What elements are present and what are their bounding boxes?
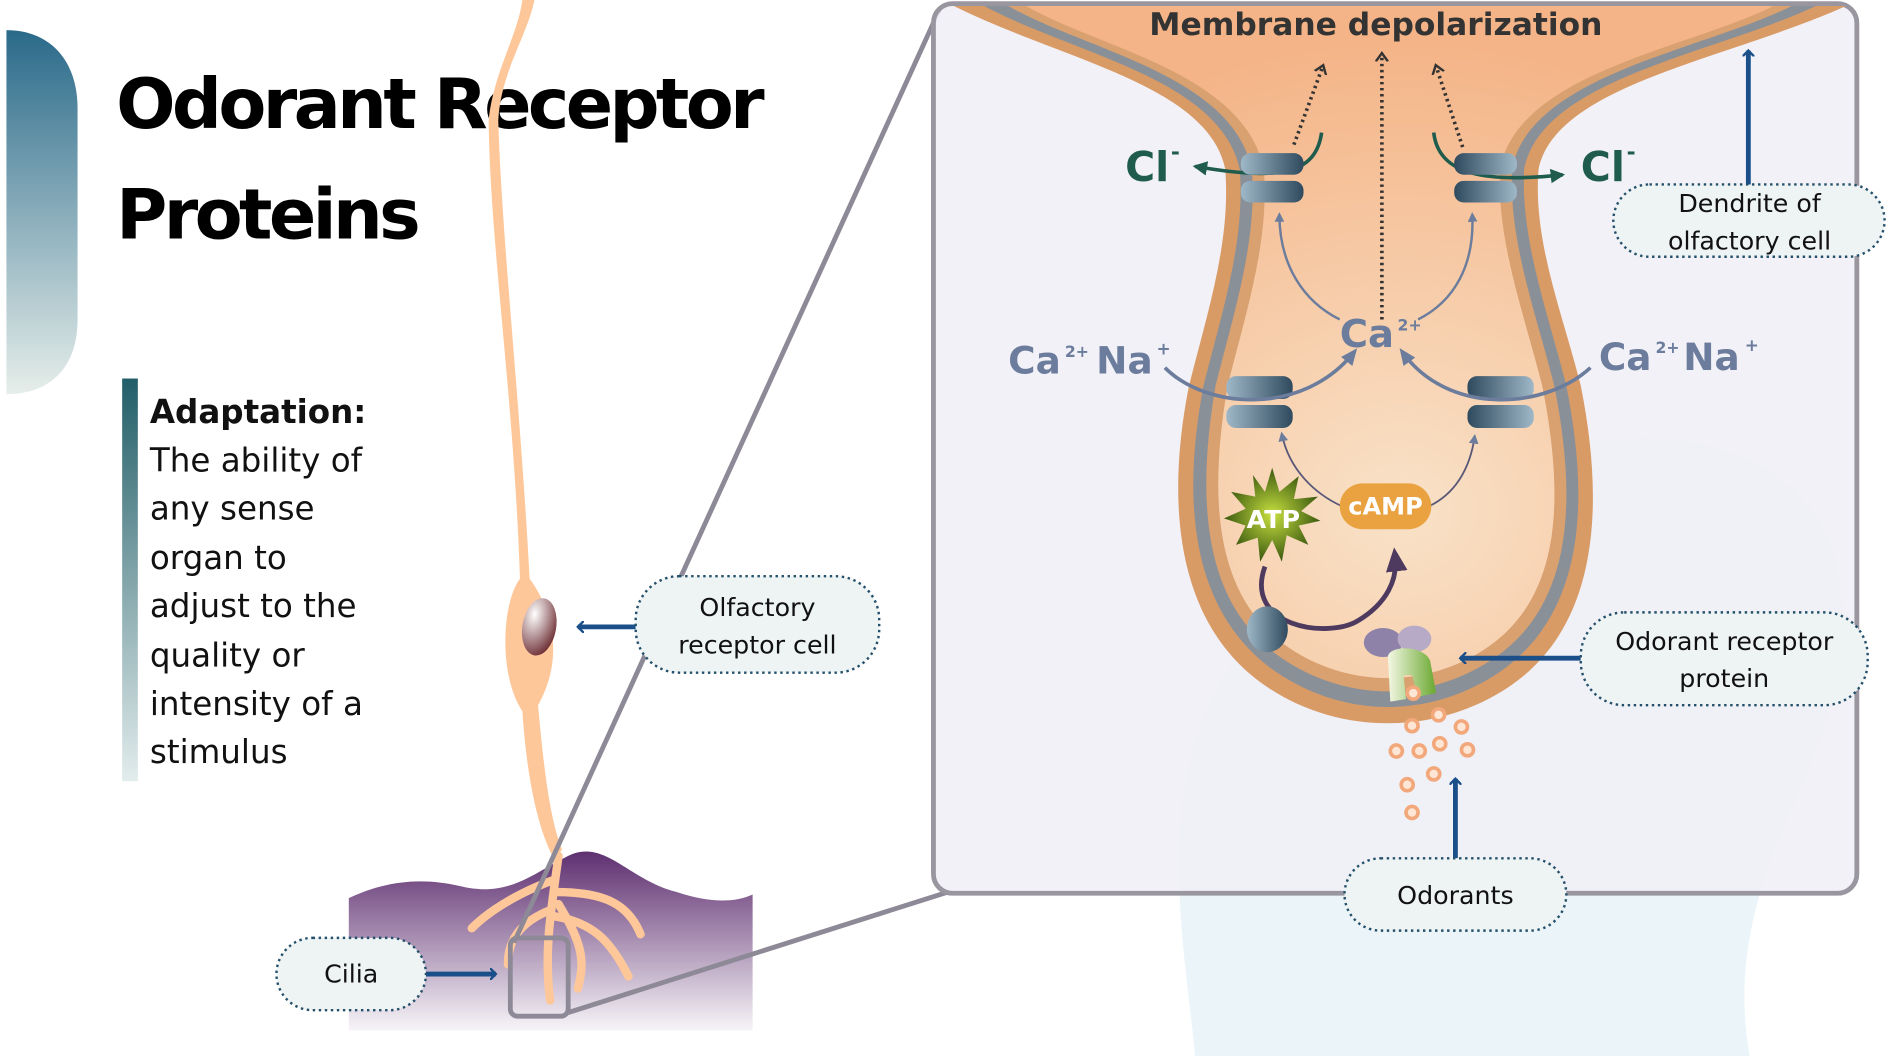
odorant-receptor-protein xyxy=(1363,625,1437,702)
calcium-arrow-left xyxy=(1274,212,1341,321)
atp-star xyxy=(1223,467,1321,562)
chloride-label-left: Cl xyxy=(1125,143,1169,191)
callout-odorant-receptor-protein: Odorant receptor protein xyxy=(1579,611,1869,707)
callout-text: protein xyxy=(1679,664,1769,693)
definition-line: The ability of xyxy=(149,441,364,479)
adenylyl-cyclase xyxy=(1246,606,1288,653)
page-title-line2: Proteins xyxy=(116,175,418,256)
chloride-label-right: Cl xyxy=(1581,143,1625,191)
callout-text: Cilia xyxy=(324,959,378,988)
calcium-arrow-right xyxy=(1417,212,1478,321)
depolarization-arrows xyxy=(1292,54,1465,320)
callout-odorants: Odorants xyxy=(1343,857,1568,932)
definition-line: any sense xyxy=(150,490,315,528)
callout-text: Odorants xyxy=(1397,881,1513,910)
charge-label: 2+ xyxy=(1065,342,1089,361)
membrane-depolarization-label: Membrane depolarization xyxy=(1149,7,1602,43)
charge-label: + xyxy=(1156,338,1170,358)
odorant-molecules xyxy=(1388,685,1476,821)
cation-channel-left xyxy=(1226,376,1293,428)
callout-dendrite: Dendrite of olfactory cell xyxy=(1612,183,1886,258)
definition-bar xyxy=(122,378,138,782)
charge-label: + xyxy=(1745,335,1759,355)
sodium-label-right: Na xyxy=(1683,335,1739,379)
zoom-line xyxy=(511,8,942,944)
atp-label: ATP xyxy=(1247,505,1300,534)
zoom-region-box xyxy=(507,935,571,1019)
conversion-arrow xyxy=(1259,547,1408,631)
calcium-label-center: Ca xyxy=(1340,312,1394,357)
cation-arrow-left xyxy=(1163,348,1358,402)
camp-arrow-left xyxy=(1278,431,1343,508)
camp-arrow-right xyxy=(1428,433,1479,508)
cation-channel-right xyxy=(1467,376,1534,428)
definition-line: stimulus xyxy=(150,733,288,771)
charge-label: - xyxy=(1171,140,1180,165)
nucleus xyxy=(521,598,557,656)
callout-arrows xyxy=(425,51,1748,974)
definition-line: organ to xyxy=(150,539,287,577)
charge-label: 2+ xyxy=(1656,338,1680,357)
chloride-channel-left xyxy=(1240,153,1304,203)
chloride-channel-right xyxy=(1454,153,1517,203)
callout-text: receptor cell xyxy=(678,630,836,659)
charge-label: - xyxy=(1627,140,1636,165)
decorative-tab xyxy=(6,30,78,395)
definition-term: Adaptation: xyxy=(150,393,366,431)
callout-text: Olfactory xyxy=(699,593,815,622)
callout-text: Dendrite of xyxy=(1678,189,1822,218)
camp-label: cAMP xyxy=(1348,493,1423,521)
calcium-label-right: Ca xyxy=(1599,335,1652,379)
callout-text: Odorant receptor xyxy=(1615,627,1834,656)
page-title-line1: Odorant Receptor xyxy=(116,64,765,145)
sodium-label-left: Na xyxy=(1096,339,1152,383)
definition-line: quality or xyxy=(150,637,306,675)
definition-line: intensity of a xyxy=(150,685,363,723)
definition-line: adjust to the xyxy=(150,587,357,625)
definition: Adaptation: The ability of any sense org… xyxy=(149,393,366,771)
callout-text: olfactory cell xyxy=(1668,227,1831,256)
charge-label: 2+ xyxy=(1398,315,1422,334)
calcium-label-left: Ca xyxy=(1008,339,1061,383)
callout-cilia: Cilia xyxy=(275,936,428,1012)
camp-pill xyxy=(1339,483,1432,530)
callout-olfactory-receptor-cell: Olfactory receptor cell xyxy=(634,575,881,674)
zoom-line xyxy=(567,889,949,1015)
cation-arrow-right xyxy=(1399,348,1592,402)
ion-labels: Cl - Cl - Ca 2+ Ca 2+ Na + Ca 2+ Na + xyxy=(1008,140,1759,383)
